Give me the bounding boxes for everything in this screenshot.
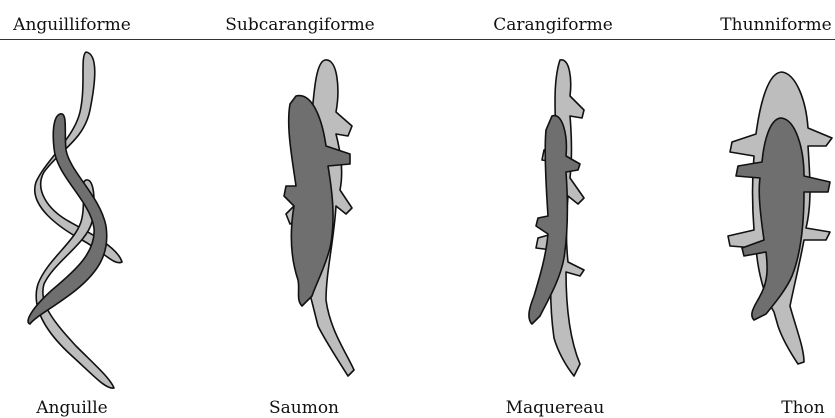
footer-thon: Thon — [781, 398, 824, 418]
footer-maquereau: Maquereau — [506, 398, 605, 418]
tuna-silhouettes — [728, 72, 832, 364]
eel-silhouettes — [28, 52, 122, 388]
mackerel-silhouettes — [529, 60, 584, 376]
salmon-silhouettes — [284, 60, 354, 376]
footer-anguille: Anguille — [36, 398, 107, 418]
footer-saumon: Saumon — [269, 398, 339, 418]
